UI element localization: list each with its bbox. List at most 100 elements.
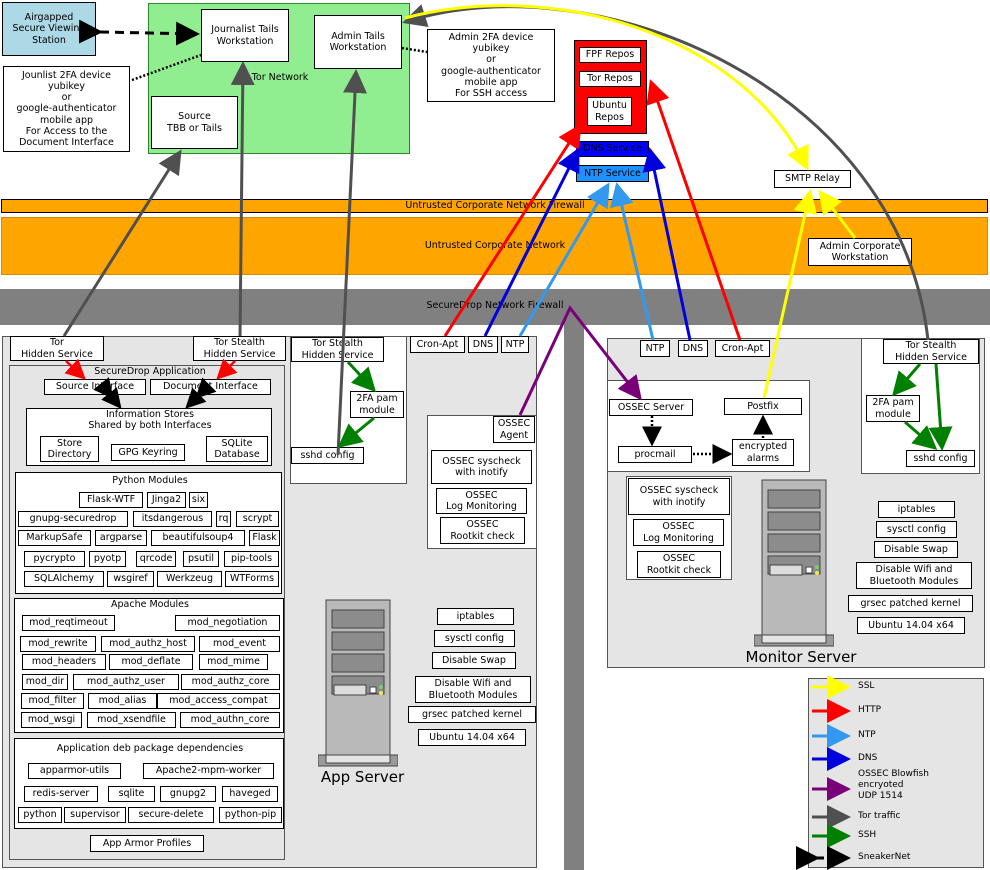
deb-package[interactable]: sqlite — [108, 786, 155, 802]
app-sshd-config[interactable]: sshd config — [291, 447, 364, 464]
app-ossec-syscheck[interactable]: OSSEC syscheck with inotify — [431, 450, 532, 484]
python-module[interactable]: beautifulsoup4 — [151, 530, 245, 546]
mon-2fa-pam-module[interactable]: 2FA pam module — [866, 395, 920, 422]
deb-package[interactable]: gnupg2 — [160, 786, 216, 802]
apache-module[interactable]: mod_access_compat — [157, 693, 280, 709]
ossec-agent[interactable]: OSSEC Agent — [493, 416, 535, 443]
app-dns[interactable]: DNS — [468, 336, 498, 353]
mon-ossec-log-monitoring[interactable]: OSSEC Log Monitoring — [633, 519, 724, 546]
mon-hardening-item[interactable]: iptables — [878, 501, 955, 518]
app-tor-hidden-service[interactable]: Tor Hidden Service — [10, 336, 104, 361]
python-module[interactable]: six — [189, 492, 208, 508]
mon-hardening-item[interactable]: grsec patched kernel — [848, 595, 973, 612]
apache-module[interactable]: mod_authz_core — [181, 674, 280, 690]
app-hardening-item[interactable]: grsec patched kernel — [408, 706, 536, 723]
python-module[interactable]: pip-tools — [224, 551, 279, 567]
app-2fa-pam-module[interactable]: 2FA pam module — [350, 391, 404, 418]
python-module[interactable]: psutil — [183, 551, 219, 567]
mon-sshd-config[interactable]: sshd config — [906, 450, 975, 467]
apache-module[interactable]: mod_wsgi — [21, 712, 82, 728]
python-module[interactable]: Flask — [249, 530, 280, 546]
python-module[interactable]: MarkupSafe — [18, 530, 91, 546]
smtp-relay[interactable]: SMTP Relay — [774, 170, 851, 188]
mon-hardening-item[interactable]: sysctl config — [876, 521, 957, 538]
python-module[interactable]: Werkzeug — [157, 571, 222, 587]
admin-workstation[interactable]: Admin Tails Workstation — [314, 15, 402, 69]
airgapped-station[interactable]: Airgapped Secure Viewing Station — [2, 2, 96, 56]
apache-module[interactable]: mod_authz_user — [73, 674, 179, 690]
apache-module[interactable]: mod_dir — [22, 674, 68, 690]
app-tor-stealth-hs-ssh-box[interactable]: Tor Stealth Hidden Service — [291, 337, 384, 362]
app-ntp[interactable]: NTP — [501, 336, 529, 353]
journalist-2fa-device[interactable]: Jounlist 2FA device yubikey or google-au… — [3, 66, 130, 152]
app-ossec-rootkit[interactable]: OSSEC Rootkit check — [440, 517, 525, 544]
python-module[interactable]: pycrypto — [24, 551, 85, 567]
mon-hardening-item[interactable]: Ubuntu 14.04 x64 — [857, 617, 965, 634]
apache-module[interactable]: mod_xsendfile — [87, 712, 176, 728]
python-module[interactable]: wsgiref — [107, 571, 154, 587]
document-interface[interactable]: Document Interface — [150, 379, 271, 395]
python-module[interactable]: argparse — [95, 530, 147, 546]
app-hardening-item[interactable]: sysctl config — [434, 630, 515, 647]
admin-corporate-workstation[interactable]: Admin Corporate Workstation — [808, 238, 912, 266]
apache-module[interactable]: mod_authn_core — [180, 712, 280, 728]
source-interface[interactable]: Source Interface — [44, 379, 146, 395]
python-module[interactable]: rq — [216, 511, 231, 527]
deb-package[interactable]: supervisor — [64, 807, 126, 823]
encrypted-alarms[interactable]: encrypted alarms — [732, 439, 794, 466]
apache-module[interactable]: mod_mime — [199, 654, 268, 670]
ossec-server[interactable]: OSSEC Server — [609, 399, 693, 416]
mon-hardening-item[interactable]: Disable Wifi and Bluetooth Modules — [856, 562, 972, 589]
dns-service[interactable]: DNS Service — [576, 141, 649, 157]
journalist-workstation[interactable]: Journalist Tails Workstation — [201, 9, 289, 62]
mon-ntp[interactable]: NTP — [640, 340, 670, 357]
source-workstation[interactable]: Source TBB or Tails — [151, 96, 238, 149]
mon-dns[interactable]: DNS — [678, 340, 708, 357]
python-module[interactable]: scrypt — [236, 511, 279, 527]
mon-ossec-syscheck[interactable]: OSSEC syscheck with inotify — [628, 478, 730, 515]
sqlite-database[interactable]: SQLite Database — [206, 436, 268, 462]
deb-package[interactable]: haveged — [222, 786, 278, 802]
app-cron-apt[interactable]: Cron-Apt — [410, 336, 465, 353]
mon-hardening-item[interactable]: Disable Swap — [874, 541, 958, 558]
python-module[interactable]: SQLAlchemy — [24, 571, 104, 587]
deb-package[interactable]: apparmor-utils — [28, 763, 121, 779]
python-module[interactable]: pyotp — [89, 551, 126, 567]
procmail[interactable]: procmail — [618, 446, 692, 463]
python-module[interactable]: WTForms — [225, 571, 279, 587]
python-module[interactable]: Flask-WTF — [79, 492, 143, 508]
apache-module[interactable]: mod_reqtimeout — [22, 615, 115, 631]
deb-package[interactable]: secure-delete — [128, 807, 214, 823]
app-hardening-item[interactable]: Ubuntu 14.04 x64 — [418, 729, 526, 746]
python-module[interactable]: gnupg-securedrop — [18, 511, 128, 527]
deb-package[interactable]: redis-server — [24, 786, 98, 802]
mon-ossec-rootkit[interactable]: OSSEC Rootkit check — [637, 551, 721, 578]
python-module[interactable]: itsdangerous — [133, 511, 212, 527]
fpf-repos[interactable]: FPF Repos — [579, 47, 641, 63]
apache-module[interactable]: mod_authz_host — [101, 636, 195, 652]
apache-module[interactable]: mod_event — [199, 636, 280, 652]
app-hardening-item[interactable]: iptables — [437, 608, 514, 625]
deb-package[interactable]: python — [18, 807, 62, 823]
store-directory[interactable]: Store Directory — [40, 436, 99, 462]
apache-module[interactable]: mod_deflate — [109, 654, 193, 670]
app-tor-stealth-hs-doc[interactable]: Tor Stealth Hidden Service — [193, 336, 286, 361]
python-module[interactable]: qrcode — [136, 551, 176, 567]
deb-package[interactable]: python-pip — [219, 807, 282, 823]
apache-module[interactable]: mod_negotiation — [175, 615, 280, 631]
admin-2fa-device[interactable]: Admin 2FA device yubikey or google-authe… — [427, 29, 555, 102]
python-module[interactable]: Jinga2 — [147, 492, 186, 508]
postfix[interactable]: Postfix — [724, 398, 802, 415]
apache-module[interactable]: mod_headers — [22, 654, 106, 670]
mon-tor-stealth-hs[interactable]: Tor Stealth Hidden Service — [883, 339, 979, 364]
ntp-service[interactable]: NTP Service — [576, 165, 649, 182]
apparmor-profiles[interactable]: App Armor Profiles — [90, 835, 204, 852]
app-hardening-item[interactable]: Disable Swap — [432, 652, 516, 669]
apache-module[interactable]: mod_rewrite — [20, 636, 96, 652]
apache-module[interactable]: mod_filter — [21, 693, 84, 709]
app-ossec-log-monitoring[interactable]: OSSEC Log Monitoring — [436, 488, 527, 514]
gpg-keyring[interactable]: GPG Keyring — [111, 444, 185, 461]
deb-package[interactable]: Apache2-mpm-worker — [143, 763, 274, 779]
apache-module[interactable]: mod_alias — [88, 693, 157, 709]
mon-cron-apt[interactable]: Cron-Apt — [715, 340, 770, 357]
